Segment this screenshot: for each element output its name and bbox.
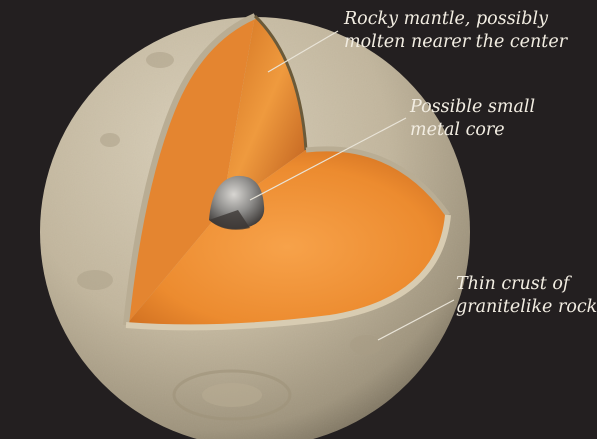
- mantle-label-line-2: molten nearer the center: [344, 31, 567, 54]
- mantle-label-line-1: Rocky mantle, possibly: [344, 8, 567, 31]
- crust-label: Thin crust of granitelike rock: [456, 273, 597, 319]
- core-label-line-1: Possible small: [410, 96, 535, 119]
- crust-label-line-1: Thin crust of: [456, 273, 597, 296]
- core-label: Possible small metal core: [410, 96, 535, 142]
- crust-label-line-2: granitelike rock: [456, 296, 597, 319]
- mantle-label: Rocky mantle, possibly molten nearer the…: [344, 8, 567, 54]
- core-label-line-2: metal core: [410, 119, 535, 142]
